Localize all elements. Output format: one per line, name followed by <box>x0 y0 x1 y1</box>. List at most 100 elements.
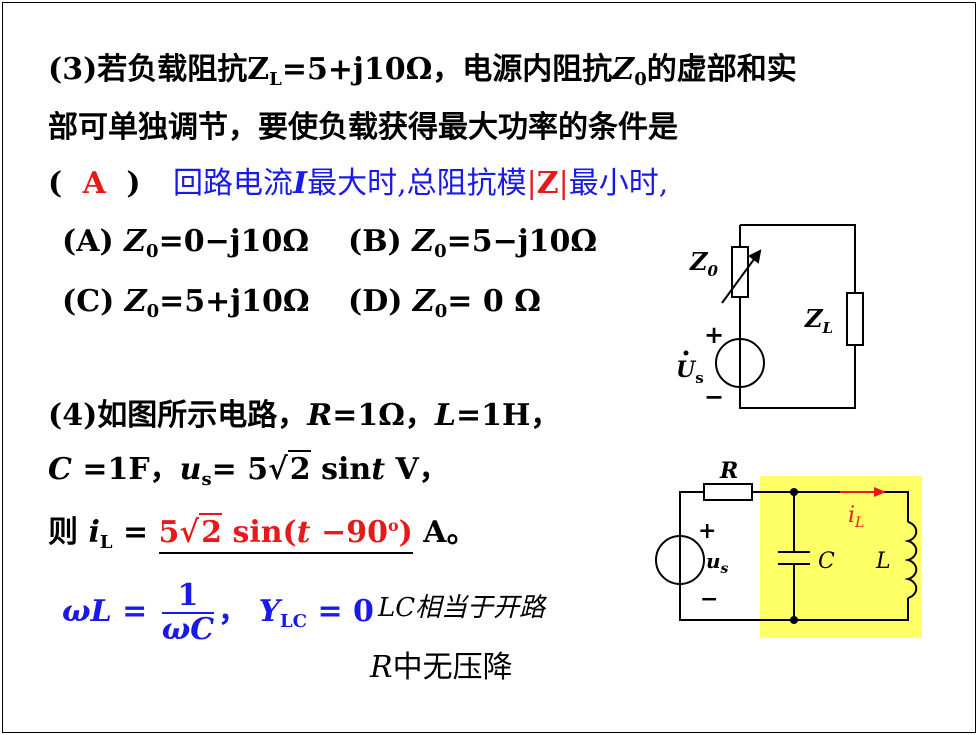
z0-label: Z0 <box>689 247 719 280</box>
ans-phase: −90 <box>310 515 388 550</box>
option-a-label: (A) <box>62 224 114 259</box>
option-d-sub: 0 <box>434 301 448 322</box>
option-a-value: =0−j10Ω <box>158 224 310 259</box>
circuit-2-diagram: R C L iL + us − <box>655 458 922 638</box>
hint-post: 最小时, <box>568 166 669 201</box>
omega-l: ωL = <box>62 594 158 629</box>
answer-paren-close: ) <box>126 166 141 201</box>
q4-us-eq: = 5 <box>211 452 269 487</box>
option-b-label: (B) <box>348 224 402 259</box>
ans-deg: o <box>387 516 399 535</box>
c-label: C <box>818 549 835 574</box>
z0-arrow-head <box>748 249 762 264</box>
q4-answer-line: 则 iL = 5√2 sin(t −90o) A。 <box>48 508 477 561</box>
q3-hint: 回路电流I最大时,总阻抗模|Z|最小时, <box>173 166 668 201</box>
q4-unit-a: A。 <box>423 515 477 550</box>
c1-wire-bottom <box>739 345 856 409</box>
c2-wire-top-left <box>679 491 704 530</box>
r-note-r: R <box>370 650 393 685</box>
q4-line1: (4)如图所示电路，R=1Ω，L=1H， <box>48 398 560 434</box>
option-d-label: (D) <box>348 284 403 319</box>
frac-den: ωC <box>161 612 215 647</box>
q4-r-val: =1Ω， <box>332 398 435 433</box>
c1-wire-top <box>740 224 856 293</box>
us-dot <box>683 350 689 356</box>
q4-il: i <box>88 515 100 550</box>
hint-current: I <box>293 166 308 201</box>
c1-minus: − <box>704 382 724 411</box>
q4-line2: C =1F，us= 5√2 sint V， <box>48 450 449 490</box>
option-c-z: Z <box>124 284 147 319</box>
option-b-sub: 0 <box>434 241 447 262</box>
q3-line2: 部可单独调节，要使负载获得最大功率的条件是 <box>48 110 678 145</box>
q3-line1-end: 的虚部和实 <box>646 52 797 87</box>
c2-plus: + <box>698 518 716 544</box>
l-label: L <box>875 549 891 574</box>
hint-bar-right: | <box>558 166 569 201</box>
q4-sqrt2: 2 <box>287 450 311 487</box>
option-d-z: Z <box>412 284 435 319</box>
option-c-value: =5+j10Ω <box>159 284 310 319</box>
hint-pre: 回路电流 <box>173 166 294 201</box>
z0-symbol: Z <box>612 52 635 87</box>
zl-resistor <box>846 292 864 346</box>
q4-c-val: =1F， <box>71 452 180 487</box>
q4-then: 则 <box>48 515 78 550</box>
us-label: Us <box>676 357 704 387</box>
q4-t: t <box>371 452 386 487</box>
lc-highlight <box>760 476 922 638</box>
junction-top <box>790 488 798 496</box>
y-symbol: Y <box>258 594 281 629</box>
y-sub: LC <box>280 611 307 632</box>
z0-subscript: 0 <box>634 69 647 90</box>
q4-us-sub: s <box>201 469 212 490</box>
option-c-label: (C) <box>62 284 115 319</box>
y-val: = 0 <box>307 594 374 629</box>
ans-t: t <box>296 515 311 550</box>
option-c-sub: 0 <box>146 301 160 322</box>
option-b: (B) Z0=5−j10Ω <box>348 224 597 270</box>
r-no-drop-note: R中无压降 <box>370 650 513 686</box>
option-a: (A) Z0=0−j10Ω <box>62 224 309 270</box>
option-a-sub: 0 <box>146 241 159 262</box>
q3-line1: (3)若负载阻抗ZL=5+j10Ω，电源内阻抗Z0的虚部和实 <box>48 52 797 98</box>
c1-plus: + <box>704 320 724 349</box>
q4-il-sub: L <box>99 532 113 553</box>
option-d: (D) Z0= 0 Ω <box>348 284 541 330</box>
c2-minus: − <box>700 586 718 612</box>
option-c: (C) Z0=5+j10Ω <box>62 284 310 330</box>
option-a-z: Z <box>124 224 147 259</box>
frac-num: 1 <box>161 580 215 614</box>
answer-value: A <box>82 166 106 201</box>
hint-mid: 最大时,总阻抗模 <box>307 166 527 201</box>
q4-r: R <box>307 398 333 433</box>
ans-sqrt2: 2 <box>199 513 223 550</box>
q4-intro: (4)如图所示电路， <box>48 398 308 433</box>
zl-label: ZL <box>804 304 833 337</box>
hint-bar-left: | <box>526 166 537 201</box>
ans-sin: sin( <box>222 515 297 550</box>
q3-answer-line: ( A ) 回路电流I最大时,总阻抗模|Z|最小时, <box>48 166 668 202</box>
option-d-value: = 0 Ω <box>447 284 541 319</box>
r-resistor <box>703 483 753 501</box>
r-note-text: 中无压降 <box>392 650 513 685</box>
option-b-value: =5−j10Ω <box>446 224 598 259</box>
formula-comma: ， <box>218 594 249 629</box>
c2-us-label: us <box>706 549 729 577</box>
junction-bottom <box>790 616 798 624</box>
q3-intro: (3)若负载阻抗 <box>48 52 248 87</box>
q4-eq: = <box>112 515 159 550</box>
zl-subscript: L <box>269 69 282 90</box>
c2-wire-top-right <box>752 491 909 522</box>
ans-close: ) <box>398 515 413 550</box>
il-arrow-head <box>874 487 886 497</box>
answer-paren-open: ( <box>48 166 63 201</box>
q4-sin: sin <box>310 452 372 487</box>
q4-unit: V， <box>385 452 449 487</box>
ans-five: 5 <box>158 515 180 550</box>
q3-load-value: =5+j10Ω，电源内阻抗 <box>281 52 613 87</box>
q4-us: u <box>179 452 202 487</box>
